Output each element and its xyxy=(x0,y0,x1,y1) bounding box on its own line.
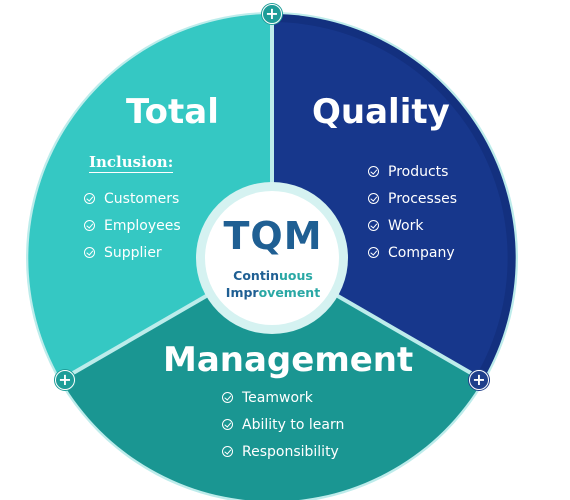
center-line-2: Improvement xyxy=(225,285,321,300)
total-list: Customers Employees Supplier xyxy=(84,185,181,266)
plus-icon[interactable]: + xyxy=(469,370,489,390)
check-circle-icon xyxy=(368,166,379,177)
check-circle-icon xyxy=(222,446,233,457)
list-item: Supplier xyxy=(84,239,181,266)
quality-title: Quality xyxy=(312,92,450,132)
center-hub xyxy=(205,191,339,325)
total-title: Total xyxy=(126,92,219,132)
management-segment xyxy=(61,258,483,500)
list-item: Employees xyxy=(84,212,181,239)
check-circle-icon xyxy=(84,247,95,258)
plus-icon[interactable]: + xyxy=(262,4,282,24)
check-circle-icon xyxy=(368,247,379,258)
list-item: Products xyxy=(368,158,457,185)
check-circle-icon xyxy=(368,193,379,204)
management-list: Teamwork Ability to learn Responsibility xyxy=(222,384,344,465)
list-item: Teamwork xyxy=(222,384,344,411)
management-title: Management xyxy=(163,340,414,380)
list-item: Customers xyxy=(84,185,181,212)
check-circle-icon xyxy=(84,193,95,204)
center-line-1: Continuous xyxy=(233,268,313,283)
check-circle-icon xyxy=(368,220,379,231)
list-item: Processes xyxy=(368,185,457,212)
check-circle-icon xyxy=(222,392,233,403)
check-circle-icon xyxy=(222,419,233,430)
list-item: Work xyxy=(368,212,457,239)
inclusion-label: Inclusion: xyxy=(89,153,174,173)
check-circle-icon xyxy=(84,220,95,231)
list-item: Responsibility xyxy=(222,438,344,465)
list-item: Ability to learn xyxy=(222,411,344,438)
quality-list: Products Processes Work Company xyxy=(368,158,457,266)
list-item: Company xyxy=(368,239,457,266)
center-title: TQM xyxy=(223,214,323,258)
plus-icon[interactable]: + xyxy=(55,370,75,390)
